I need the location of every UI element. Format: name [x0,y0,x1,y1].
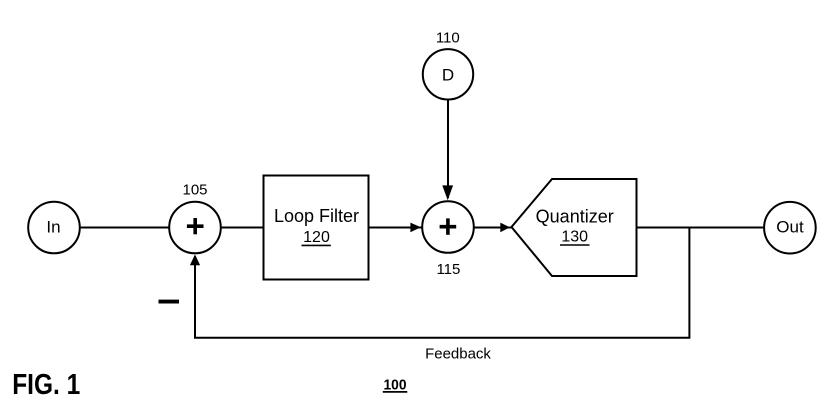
svg-text:FIG. 1: FIG. 1 [12,369,80,401]
svg-text:100: 100 [384,377,407,394]
svg-text:105: 105 [182,182,207,199]
svg-text:Out: Out [776,218,804,237]
svg-text:110: 110 [436,30,460,47]
svg-text:115: 115 [436,261,460,278]
svg-text:130: 130 [561,228,588,245]
svg-text:Quantizer: Quantizer [536,207,614,227]
svg-text:120: 120 [303,229,330,246]
svg-text:Loop Filter: Loop Filter [274,206,359,226]
svg-text:In: In [46,218,60,237]
svg-text:D: D [442,66,454,85]
svg-text:Feedback: Feedback [425,346,491,363]
